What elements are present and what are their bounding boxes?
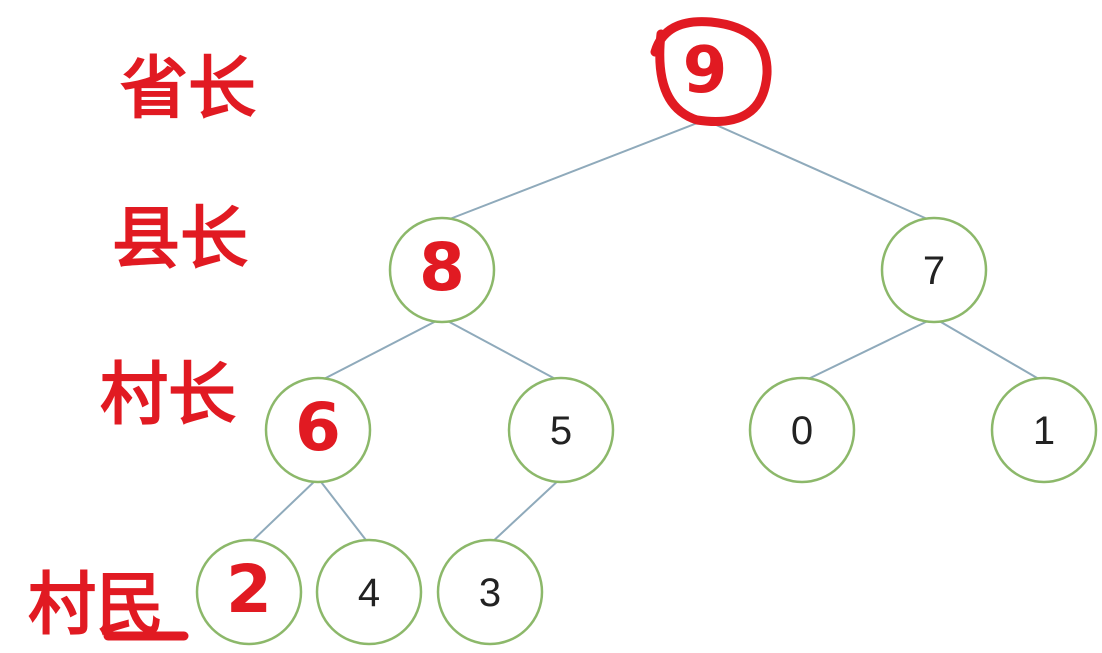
tree-node: 9 <box>650 17 772 126</box>
nodes-layer: 9 8 7 6 5 0 1 2 4 3 <box>195 17 1098 646</box>
annotated-node-value: 9 <box>683 34 728 108</box>
tree-edge <box>317 317 443 383</box>
tree-node: 1 <box>990 376 1098 484</box>
node-circle <box>990 376 1098 484</box>
node-value: 4 <box>358 571 380 615</box>
node-value: 5 <box>550 409 572 453</box>
node-circle <box>315 538 423 646</box>
tree-edge <box>248 477 319 545</box>
annotated-node-value: 2 <box>226 551 272 628</box>
node-value: 3 <box>479 571 501 615</box>
tree-edge <box>441 119 706 223</box>
annotated-node-value: 8 <box>419 229 465 306</box>
tree-node: 0 <box>748 376 856 484</box>
node-circle <box>195 538 303 646</box>
root-highlight-circle <box>650 17 772 126</box>
tree-edge <box>801 317 935 383</box>
node-value: 0 <box>791 409 813 453</box>
node-circle <box>880 216 988 324</box>
tree-node: 7 <box>880 216 988 324</box>
node-circle <box>388 216 496 324</box>
tree-edge <box>441 317 562 383</box>
tree-node: 4 <box>315 538 423 646</box>
tree-node: 8 <box>388 216 496 324</box>
annotated-node-value: 6 <box>295 389 341 466</box>
node-circle <box>507 376 615 484</box>
tree-edge <box>704 119 935 223</box>
node-value: 7 <box>923 249 945 293</box>
tree-edge <box>489 477 562 545</box>
tree-node: 5 <box>507 376 615 484</box>
edges-layer <box>248 119 1045 545</box>
tree-edge <box>317 477 370 545</box>
tree-node: 2 <box>195 538 303 646</box>
node-circle <box>748 376 856 484</box>
node-value: 1 <box>1033 409 1055 453</box>
node-circle <box>264 376 372 484</box>
tree-node: 6 <box>264 376 372 484</box>
level-label: 省长 <box>120 50 256 129</box>
tree-node: 3 <box>436 538 544 646</box>
level-label: 县长 <box>112 200 248 279</box>
tree-edge <box>933 317 1045 383</box>
level-label: 村长 <box>100 356 236 435</box>
node-circle <box>436 538 544 646</box>
